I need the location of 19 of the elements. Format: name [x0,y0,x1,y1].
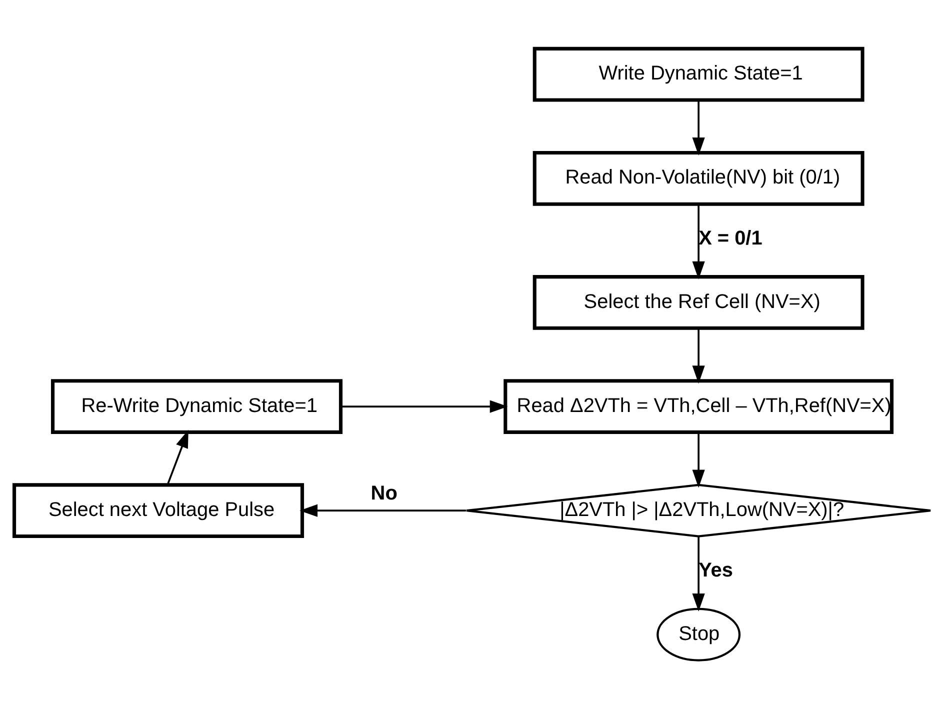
node-box: Select next Voltage Pulse [12,483,304,538]
edge-label: X = 0/1 [698,227,762,250]
node-box: Write Dynamic State=1 [532,46,864,102]
arrow [340,400,508,413]
arrow [692,536,705,612]
node-box: Re-Write Dynamic State=1 [50,379,343,434]
arrow [692,432,705,488]
node-box: Read Non-Volatile(NV) bit (0/1) [532,151,864,206]
edge-label: Yes [698,559,733,582]
node-ellipse: Stop [656,608,741,662]
node-box: Select the Ref Cell (NV=X) [532,275,864,330]
edge-label: No [370,482,398,504]
arrow [692,100,705,156]
node-box: Read Δ2VTh = VTh,Cell – VTh,Ref(NV=X) [504,379,894,434]
node-diamond: |Δ2VTh |> |Δ2VTh,Low(NV=X)|? [466,484,932,538]
arrow [166,430,188,486]
arrow [692,328,705,384]
arrow [692,204,705,280]
arrow [300,504,466,517]
